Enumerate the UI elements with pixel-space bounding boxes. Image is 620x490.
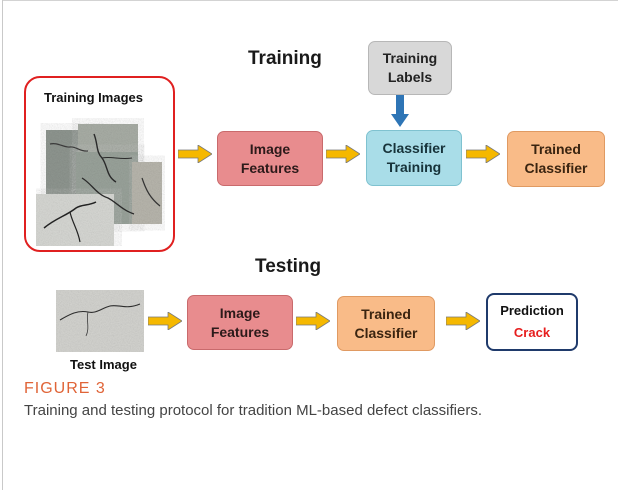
arrow-labels-to-classifier bbox=[391, 95, 409, 127]
arrow-features-to-trained-classifier bbox=[296, 312, 330, 330]
arrow-features-to-classifier-training bbox=[326, 145, 360, 163]
testing-heading: Testing bbox=[255, 256, 322, 277]
prediction-box: Prediction Crack bbox=[486, 293, 578, 351]
test-image bbox=[56, 290, 144, 352]
training-image-features-box: Image Features bbox=[217, 131, 323, 186]
test-image-label: Test Image bbox=[70, 357, 137, 372]
classifier-training-box: Classifier Training bbox=[366, 130, 462, 186]
arrow-test-image-to-features bbox=[148, 312, 182, 330]
left-border-line bbox=[2, 0, 3, 490]
arrow-classifier-training-to-trained bbox=[466, 145, 500, 163]
training-trained-classifier-box: Trained Classifier bbox=[507, 131, 605, 187]
prediction-title: Prediction bbox=[500, 303, 564, 319]
testing-trained-classifier-box: Trained Classifier bbox=[337, 296, 435, 351]
texture-tile-4 bbox=[132, 162, 162, 224]
training-images-stack bbox=[36, 124, 162, 246]
prediction-value: Crack bbox=[513, 325, 551, 340]
top-border-line bbox=[2, 0, 618, 1]
arrow-classifier-to-prediction bbox=[446, 312, 480, 330]
training-heading: Training bbox=[248, 48, 322, 69]
training-labels-box: Training Labels bbox=[368, 41, 452, 95]
figure-caption: Training and testing protocol for tradit… bbox=[24, 402, 483, 419]
figure-label: FIGURE 3 bbox=[24, 380, 106, 397]
training-images-label: Training Images bbox=[44, 90, 143, 105]
arrow-images-to-features bbox=[178, 145, 212, 163]
testing-image-features-box: Image Features bbox=[187, 295, 293, 350]
texture-tile-5 bbox=[36, 194, 114, 246]
